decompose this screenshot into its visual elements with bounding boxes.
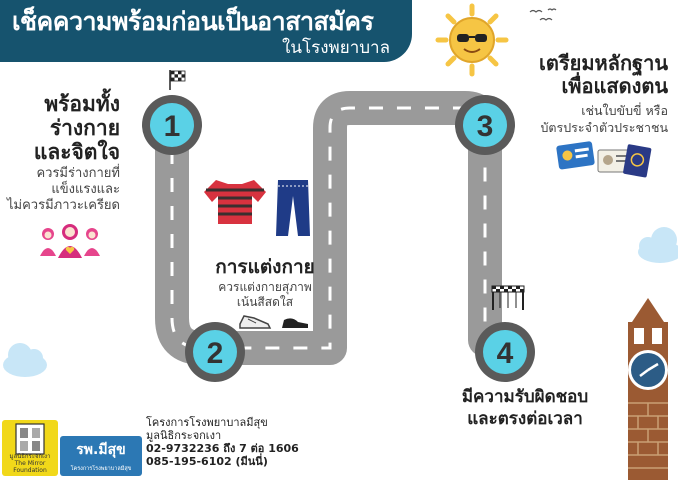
step-marker-4 [475, 322, 535, 382]
passport-icon [623, 144, 652, 178]
step-number-1: 1 [164, 110, 181, 143]
clock-tower-icon [628, 298, 668, 480]
step-1-detail: ควรมีร่างกายที่ แข็งแรงและ ไม่ควรมีภาวะเ… [7, 166, 120, 213]
step-number-4: 4 [497, 337, 514, 370]
mirror-logo-mark-icon [15, 423, 45, 455]
step-number-2: 2 [207, 337, 224, 370]
happy-hospital-logo: รพ.มีสุข โครงการโรงพยาบาลมีสุข [60, 436, 142, 476]
step-number-3: 3 [477, 110, 494, 143]
birds-icon [529, 8, 557, 21]
step-4-heading: มีความรับผิดชอบ และตรงต่อเวลา [461, 387, 589, 429]
mirror-foundation-logo: มูลนิธิกระจกเงา The Mirror Foundation [2, 420, 58, 476]
finish-arch-icon [491, 285, 525, 310]
phone-2: 085-195-6102 (มีนนี่) [146, 455, 268, 468]
step-marker-1 [142, 95, 202, 155]
contact-info: โครงการโรงพยาบาลมีสุข มูลนิธิกระจกเงา 02… [146, 416, 299, 468]
phone-1: 02-9732236 ถึง 7 ต่อ 1606 [146, 442, 299, 455]
shoe-icon [282, 318, 308, 328]
project-name: โครงการโรงพยาบาลมีสุข [146, 416, 268, 429]
sneakers-icon [239, 315, 272, 329]
page-title: เช็คความพร้อมก่อนเป็นอาสาสมัคร [12, 7, 374, 36]
step-3-heading: เตรียมหลักฐาน เพื่อแสดงตน [539, 51, 668, 98]
step-1-heading: พร้อมทั้ง ร่างกาย และจิตใจ [33, 92, 120, 164]
checkered-flag-icon [169, 70, 186, 90]
foundation-name: มูลนิธิกระจกเงา [146, 429, 222, 442]
striped-shirt-icon [204, 180, 266, 224]
page-subtitle: ในโรงพยาบาล [282, 38, 390, 58]
id-cards-icon [556, 141, 631, 173]
cloud-icon [638, 227, 678, 263]
step-marker-2 [185, 322, 245, 382]
cloud-icon [3, 343, 47, 377]
family-icon [40, 224, 100, 258]
step-marker-3 [455, 95, 515, 155]
sun-with-sunglasses-icon [435, 3, 509, 77]
step-3-detail: เช่นใบขับขี่ หรือ บัตรประจำตัวประชาชน [540, 103, 668, 135]
step-2-heading: การแต่งกาย [215, 256, 315, 278]
jeans-icon [276, 180, 310, 236]
title-bar: เช็คความพร้อมก่อนเป็นอาสาสมัคร ในโรงพยาบ… [0, 0, 412, 62]
step-2-detail: ควรแต่งกายสุภาพ เน้นสีสดใส [218, 280, 312, 309]
